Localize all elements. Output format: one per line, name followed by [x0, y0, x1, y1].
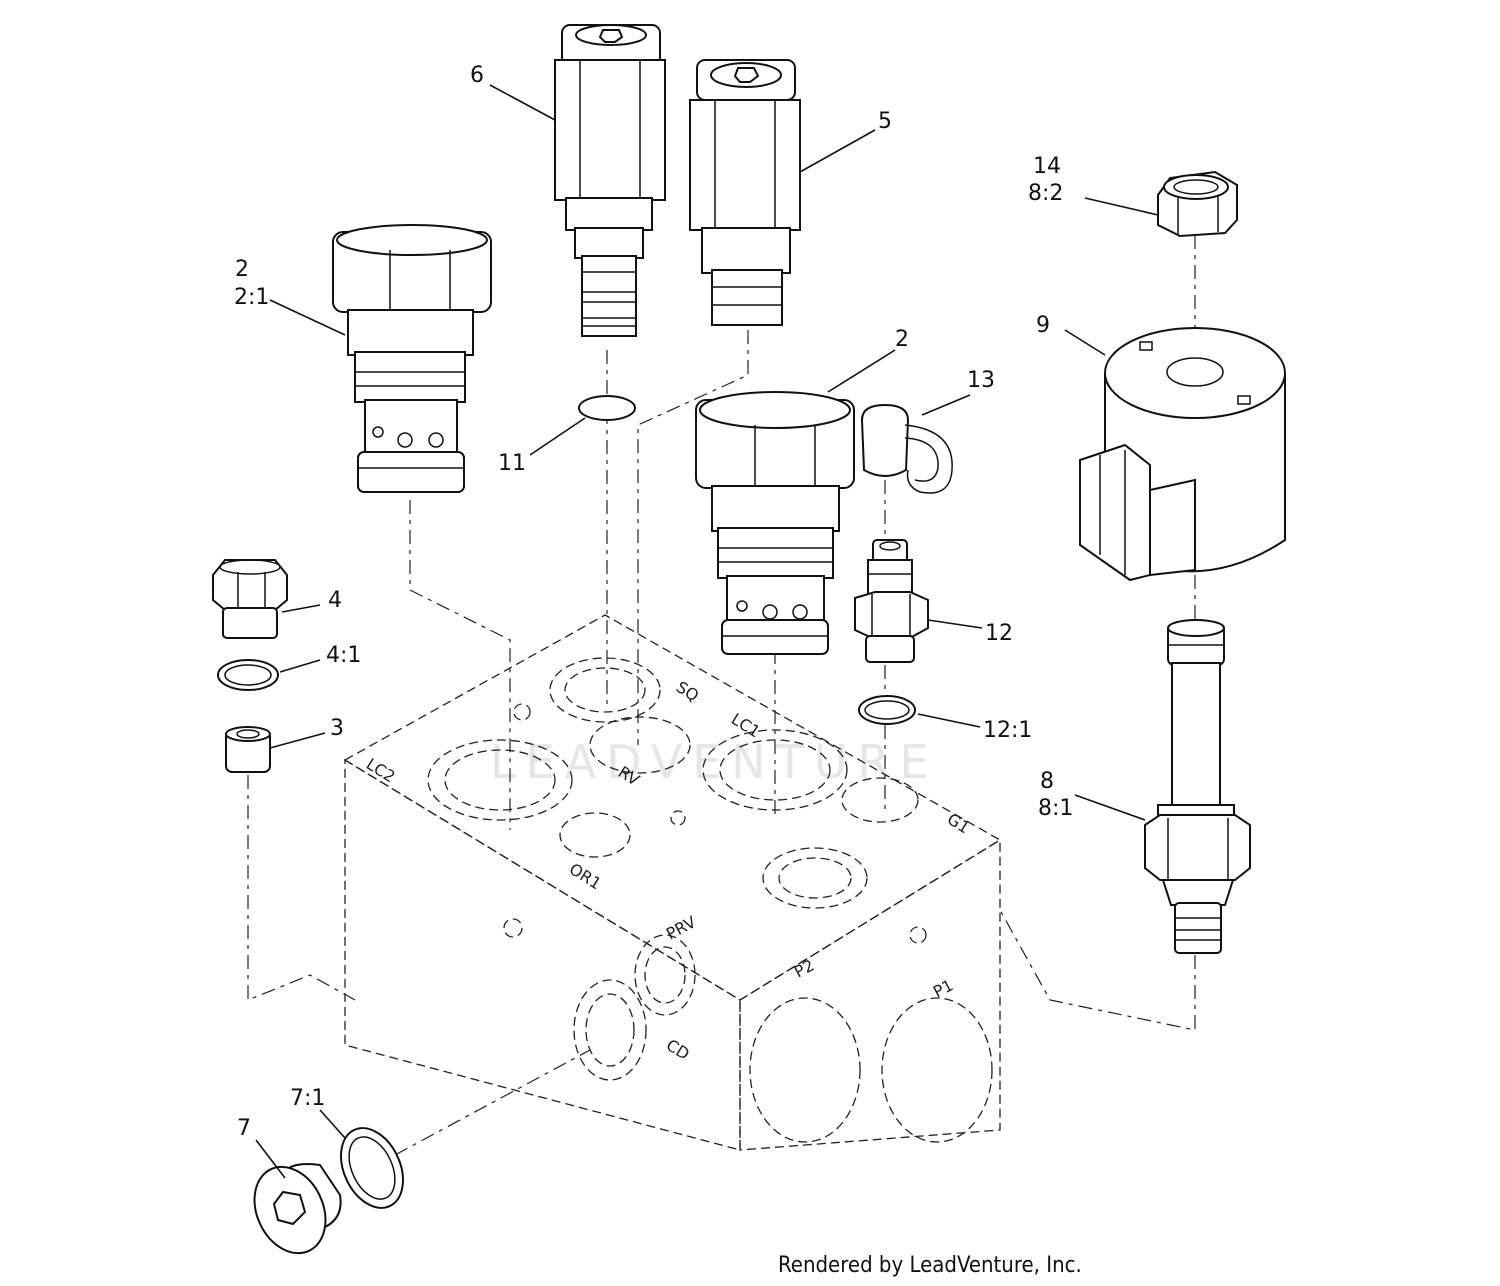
- port-label-or1: OR1: [566, 859, 605, 893]
- callout-8-2: 8:2: [1028, 181, 1063, 206]
- part-9-solenoid-coil: [1079, 327, 1286, 582]
- part-2-cartridge-center: [695, 391, 855, 655]
- part-12-1-o-ring: [858, 695, 916, 725]
- part-7-plug: [253, 1163, 342, 1255]
- callout-2-center: 2: [895, 327, 909, 352]
- assembly-lines: [247, 235, 1196, 1156]
- callout-9: 9: [1036, 313, 1050, 338]
- part-14-nut: [1157, 170, 1238, 238]
- part-2-cartridge-left: [332, 224, 492, 493]
- callout-7: 7: [237, 1116, 251, 1141]
- callout-6: 6: [470, 63, 484, 88]
- part-8-solenoid-stem: [1144, 619, 1251, 954]
- callout-4: 4: [328, 588, 342, 613]
- part-4-1-o-ring: [217, 659, 279, 691]
- callout-8: 8: [1040, 769, 1054, 794]
- part-12-fitting: [854, 539, 929, 663]
- port-label-p2: P2: [791, 955, 817, 981]
- port-label-sq: SQ: [673, 677, 702, 705]
- part-4-plug: [212, 559, 288, 639]
- port-label-prv: PRV: [663, 912, 699, 943]
- callout-12-1: 12:1: [983, 718, 1032, 743]
- callout-4-1: 4:1: [326, 643, 361, 668]
- callout-2-left: 2: [235, 257, 249, 282]
- part-3-orifice: [225, 726, 271, 773]
- callout-12: 12: [985, 621, 1013, 646]
- manifold-block: [343, 614, 1002, 1151]
- callout-13: 13: [967, 368, 995, 393]
- callout-7-1: 7:1: [290, 1086, 325, 1111]
- part-5-valve-cartridge: [689, 59, 801, 326]
- part-6-valve-cartridge: [554, 24, 666, 337]
- callout-5: 5: [878, 109, 892, 134]
- part-13-dust-cap: [860, 403, 953, 494]
- leader-lines: [255, 84, 1159, 1179]
- callout-8-1: 8:1: [1038, 796, 1073, 821]
- port-label-g1: G1: [944, 809, 973, 837]
- part-11-washer: [578, 395, 636, 421]
- part-7-1-o-ring: [340, 1127, 404, 1209]
- port-label-cd: CD: [663, 1035, 693, 1064]
- callout-3: 3: [330, 716, 344, 741]
- callout-11: 11: [498, 451, 526, 476]
- callout-2-1: 2:1: [234, 285, 269, 310]
- watermark: LEADVENTURE: [490, 735, 939, 789]
- credit-line: Rendered by LeadVenture, Inc.: [778, 1253, 1082, 1278]
- callout-14: 14: [1033, 154, 1061, 179]
